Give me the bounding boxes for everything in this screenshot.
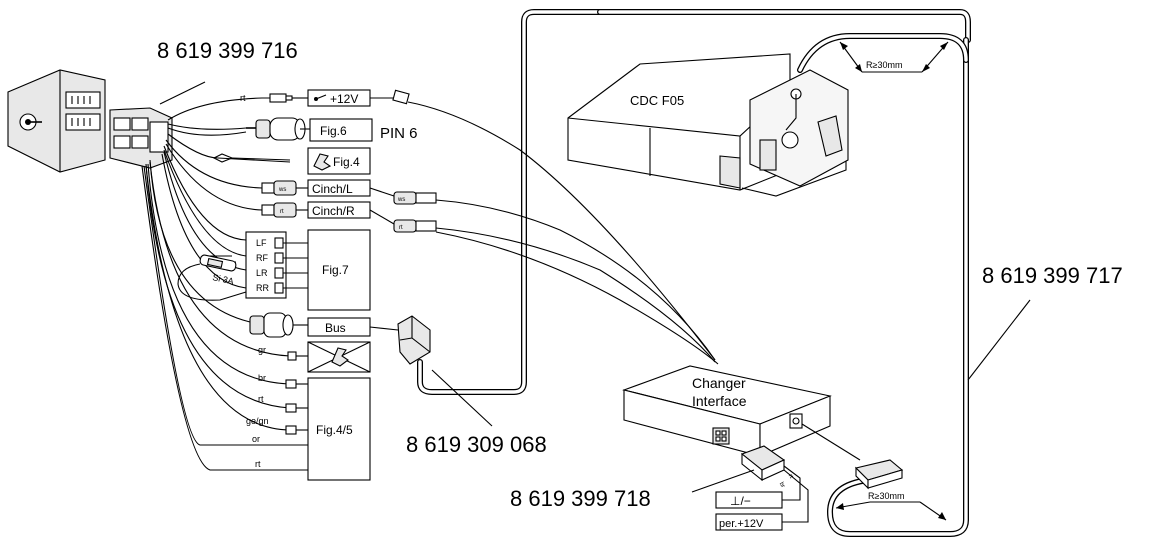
cinch-r-label: Cinch/R [312, 204, 355, 218]
part-leader-068 [431, 369, 493, 427]
cinch-r-out [369, 209, 395, 225]
part-leader-718 [691, 469, 755, 493]
bus-out [369, 326, 399, 331]
pwr-wire-rt: rt [787, 473, 794, 479]
speaker-terminals [274, 237, 308, 294]
part-number-716: 8 619 399 716 [157, 38, 298, 63]
per12v-box [715, 513, 783, 531]
wire-color-or: or [252, 434, 260, 444]
phone-icon [313, 153, 332, 171]
cinch-l-label: Cinch/L [312, 182, 353, 196]
bus-angled-plug [397, 315, 431, 365]
part-number-718: 8 619 399 718 [510, 486, 651, 511]
plus12v-plug [392, 89, 410, 105]
fig4-box [307, 147, 371, 175]
plus12v-to-interface [407, 101, 716, 361]
cinch-r-to-interface [435, 227, 716, 363]
wire-color-rt-cinch: rt [280, 209, 284, 215]
speaker-lf: LF [256, 238, 267, 248]
cinch-l-plug: ws [261, 180, 308, 196]
speaker-lr: LR [256, 268, 268, 278]
speaker-rf: RF [256, 253, 268, 263]
fig45-box [307, 377, 371, 481]
speaker-rr: RR [256, 283, 269, 293]
wire-color-br: br [258, 373, 266, 383]
wire-color-ws-plug: ws [397, 197, 405, 203]
cinch-l-out [369, 187, 395, 197]
fuse-label: Si 3A [212, 272, 235, 286]
harness-wires [141, 97, 305, 471]
changer-interface [622, 365, 861, 461]
fig45-label: Fig.4/5 [316, 423, 353, 437]
wire-color-rt-bottom: rt [255, 459, 261, 469]
fuse-holder: Si 3A [199, 254, 237, 286]
fig4-label: Fig.4 [333, 155, 360, 169]
pin6-label: PIN 6 [380, 125, 418, 142]
part-number-717: 8 619 399 717 [982, 263, 1123, 288]
fig4-plug [212, 153, 291, 163]
cinch-l-plug-right: ws [393, 191, 437, 205]
fig6-box [309, 118, 373, 142]
part-number-068: 8 619 309 068 [406, 432, 547, 457]
radius-bottom-label: R≥30mm [868, 491, 904, 501]
bus-label: Bus [325, 321, 346, 335]
pwr-wire-br: br [778, 481, 786, 489]
ground-label: ⊥/− [730, 494, 751, 508]
fig7-label: Fig.7 [322, 263, 349, 277]
wire-color-ws: ws [278, 187, 286, 193]
part-leader-716 [159, 81, 206, 105]
fig6-label: Fig.6 [320, 124, 347, 138]
plus12v-label: +12V [330, 92, 358, 106]
cinch-r-plug: rt [261, 202, 308, 218]
per12v-label: per.+12V [719, 518, 764, 530]
gr-plug [287, 351, 308, 361]
phone-icon-crossed [331, 347, 349, 367]
wire-color-gr: gr [258, 345, 266, 355]
din-connector-fig6 [246, 117, 310, 141]
interface-wire-extra [435, 231, 719, 365]
radio-unit [7, 69, 106, 173]
radius-bottom [835, 501, 947, 521]
radius-top-label: R≥30mm [866, 60, 902, 70]
bus-connector-left [249, 312, 308, 338]
changer-cable-plug [854, 459, 904, 490]
radius-top [839, 41, 949, 73]
iso-connector-block [109, 107, 173, 169]
ground-box [715, 491, 783, 509]
wire-color-rt-mid: rt [258, 394, 264, 404]
interface-label-2: Interface [692, 393, 747, 409]
rt-switch-line: rt [240, 93, 308, 103]
power-lead [740, 445, 809, 523]
cinch-l-to-interface [435, 199, 716, 361]
cd-changer [567, 53, 849, 197]
cinch-r-plug-right: rt [393, 219, 437, 233]
interface-label-1: Changer [692, 375, 746, 391]
fig45-plugs [285, 379, 308, 471]
changer-cable-loop [417, 9, 971, 537]
changer-label: CDC F05 [630, 93, 684, 108]
wire-color-rt-plug: rt [399, 225, 403, 231]
fig7-box [307, 229, 371, 311]
switch-lever-icon [315, 94, 327, 100]
wire-color-gegn: ge/gn [246, 416, 269, 426]
part-leader-717 [967, 299, 1031, 381]
wire-color-rt-top: rt [240, 93, 246, 103]
